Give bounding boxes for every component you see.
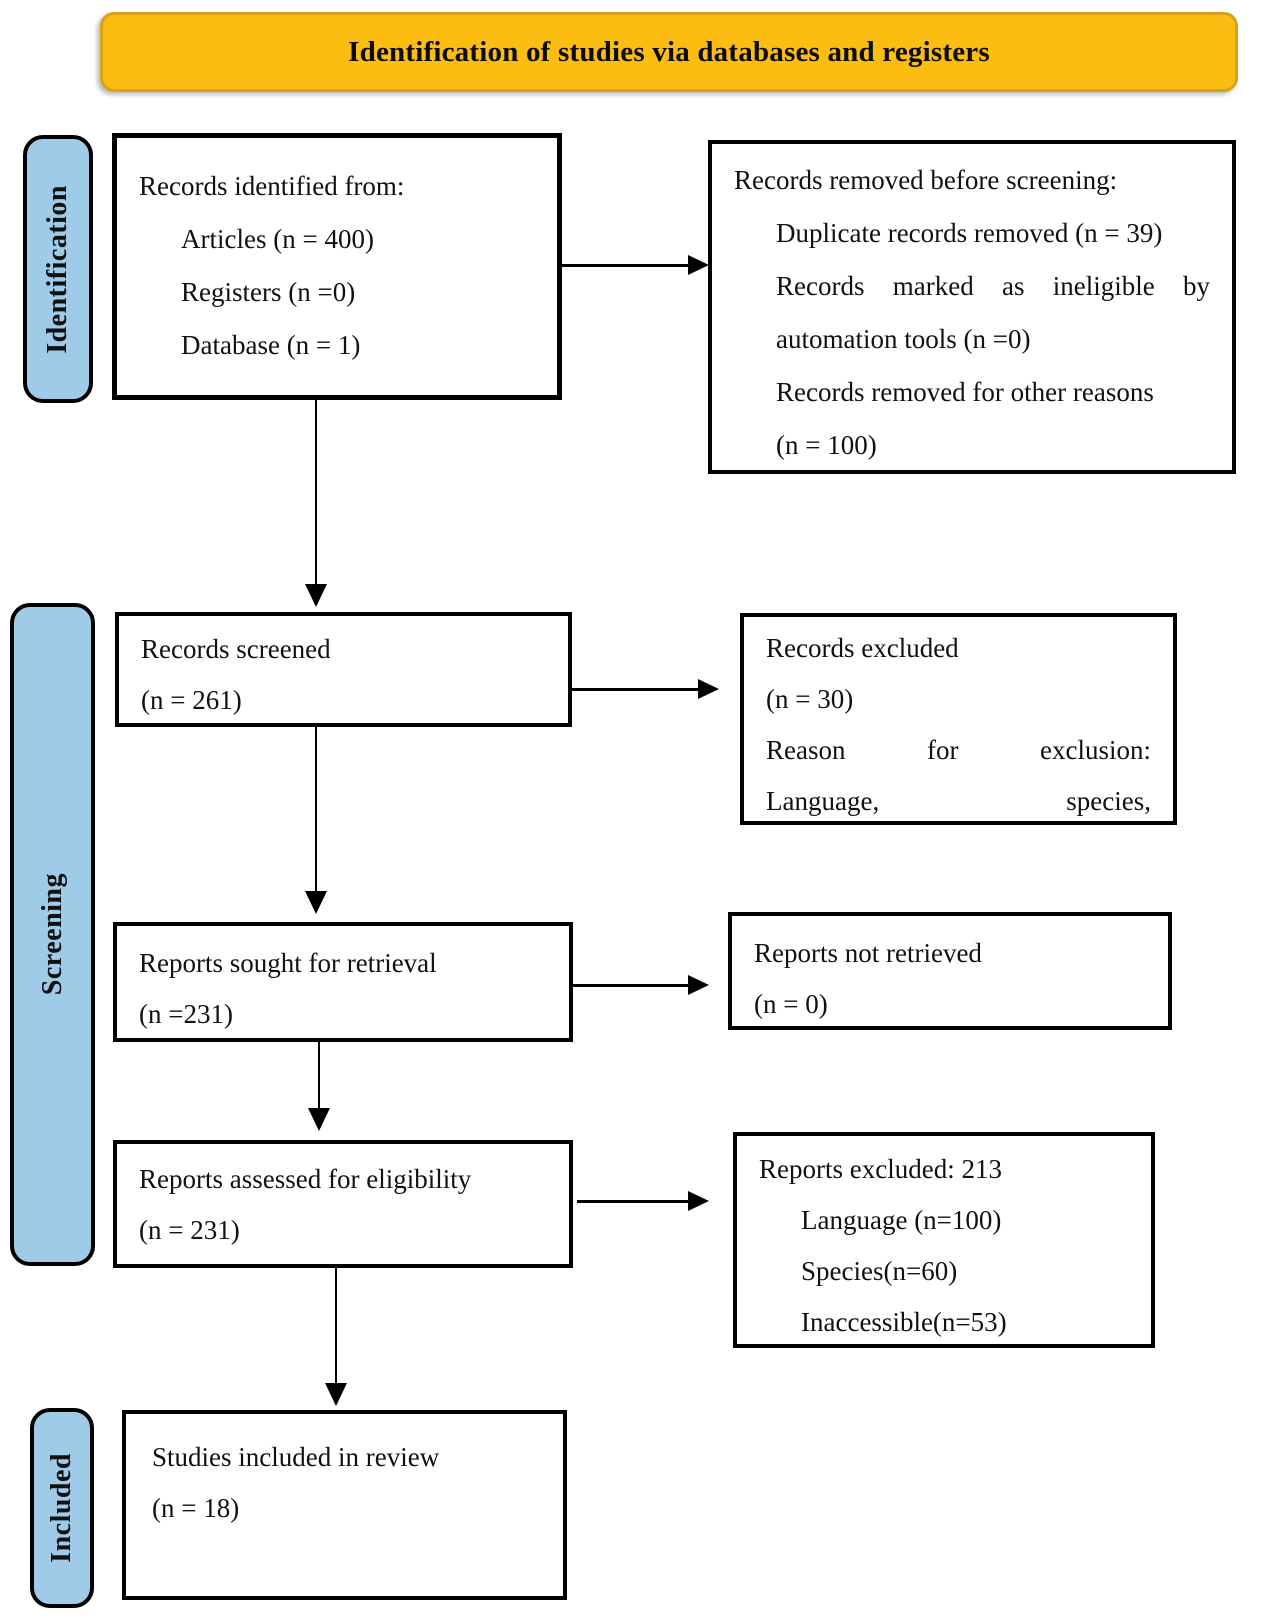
arrow-screened-to-sought-head	[305, 891, 327, 914]
arrow-identified-to-screened-shaft	[315, 400, 317, 586]
box-records-screened: Records screened (n = 261)	[115, 612, 572, 727]
stage-label-screening: Screening	[10, 603, 95, 1266]
box-reports-excluded: Reports excluded: 213 Language (n=100) S…	[733, 1132, 1155, 1348]
box-reports-sought: Reports sought for retrieval (n =231)	[113, 922, 573, 1042]
box-line: Reason for exclusion:	[766, 735, 1151, 765]
box-line: Species(n=60)	[801, 1256, 958, 1286]
box-reports-not-retrieved: Reports not retrieved (n = 0)	[728, 912, 1172, 1030]
box-line: Registers (n =0)	[181, 277, 356, 307]
stage-label-screening-text: Screening	[36, 873, 68, 996]
arrow-assessed-to-included-head	[325, 1383, 347, 1406]
box-line: (n = 261)	[141, 685, 242, 715]
arrow-screened-to-excluded-head	[698, 679, 719, 699]
box-line: Database (n = 1)	[181, 330, 361, 360]
arrow-identified-to-screened-head	[305, 584, 327, 607]
box-line: Records excluded	[766, 633, 959, 663]
arrow-assessed-to-included-shaft	[335, 1268, 337, 1385]
box-line: Duplicate records removed (n = 39)	[776, 218, 1163, 248]
box-line: Records screened	[141, 634, 331, 664]
box-line: (n = 231)	[139, 1215, 240, 1245]
arrow-sought-to-not-retrieved-head	[688, 975, 709, 995]
arrow-sought-to-not-retrieved-shaft	[573, 984, 690, 987]
box-line: (n = 0)	[754, 989, 828, 1019]
box-line: Records marked as ineligible by	[776, 271, 1210, 301]
arrow-assessed-to-reports-excluded-head	[688, 1191, 709, 1211]
diagram-title: Identification of studies via databases …	[348, 35, 990, 68]
arrow-assessed-to-reports-excluded-shaft	[577, 1200, 690, 1203]
box-line: automation tools (n =0)	[776, 324, 1031, 354]
box-line: Language (n=100)	[801, 1205, 1002, 1235]
box-line: Records identified from:	[139, 171, 405, 201]
stage-label-identification: Identification	[23, 135, 93, 403]
box-line: Reports not retrieved	[754, 938, 982, 968]
box-line: (n =231)	[139, 999, 233, 1029]
stage-label-included-text: Included	[46, 1453, 77, 1563]
arrow-sought-to-assessed-shaft	[318, 1042, 320, 1110]
box-records-excluded: Records excluded (n = 30) Reason for exc…	[740, 613, 1177, 825]
box-line: Reports assessed for eligibility	[139, 1164, 472, 1194]
box-line: Language, species,	[766, 786, 1151, 816]
title-banner: Identification of studies via databases …	[100, 12, 1238, 92]
box-line: (n = 100)	[776, 430, 877, 460]
arrow-identified-to-removed-head	[688, 255, 709, 275]
box-line: Inaccessible(n=53)	[801, 1307, 1007, 1337]
box-line: (n = 18)	[152, 1493, 240, 1523]
box-studies-included: Studies included in review (n = 18)	[122, 1410, 567, 1600]
arrow-screened-to-excluded-shaft	[572, 688, 700, 691]
box-records-removed-before-screening: Records removed before screening: Duplic…	[708, 140, 1236, 474]
box-reports-assessed: Reports assessed for eligibility (n = 23…	[113, 1140, 573, 1268]
arrow-identified-to-removed-shaft	[562, 264, 690, 267]
box-line: Articles (n = 400)	[181, 224, 374, 254]
stage-label-included: Included	[30, 1408, 94, 1608]
box-line: (n = 30)	[766, 684, 854, 714]
box-line: Records removed before screening:	[734, 165, 1118, 195]
stage-label-identification-text: Identification	[42, 184, 73, 354]
box-line: Records removed for other reasons	[776, 377, 1154, 407]
arrow-screened-to-sought-shaft	[315, 727, 317, 893]
box-line: Reports excluded: 213	[759, 1154, 1002, 1184]
box-line: Studies included in review	[152, 1442, 440, 1472]
arrow-sought-to-assessed-head	[308, 1108, 330, 1131]
box-line: Reports sought for retrieval	[139, 948, 437, 978]
box-records-identified: Records identified from: Articles (n = 4…	[112, 133, 562, 400]
